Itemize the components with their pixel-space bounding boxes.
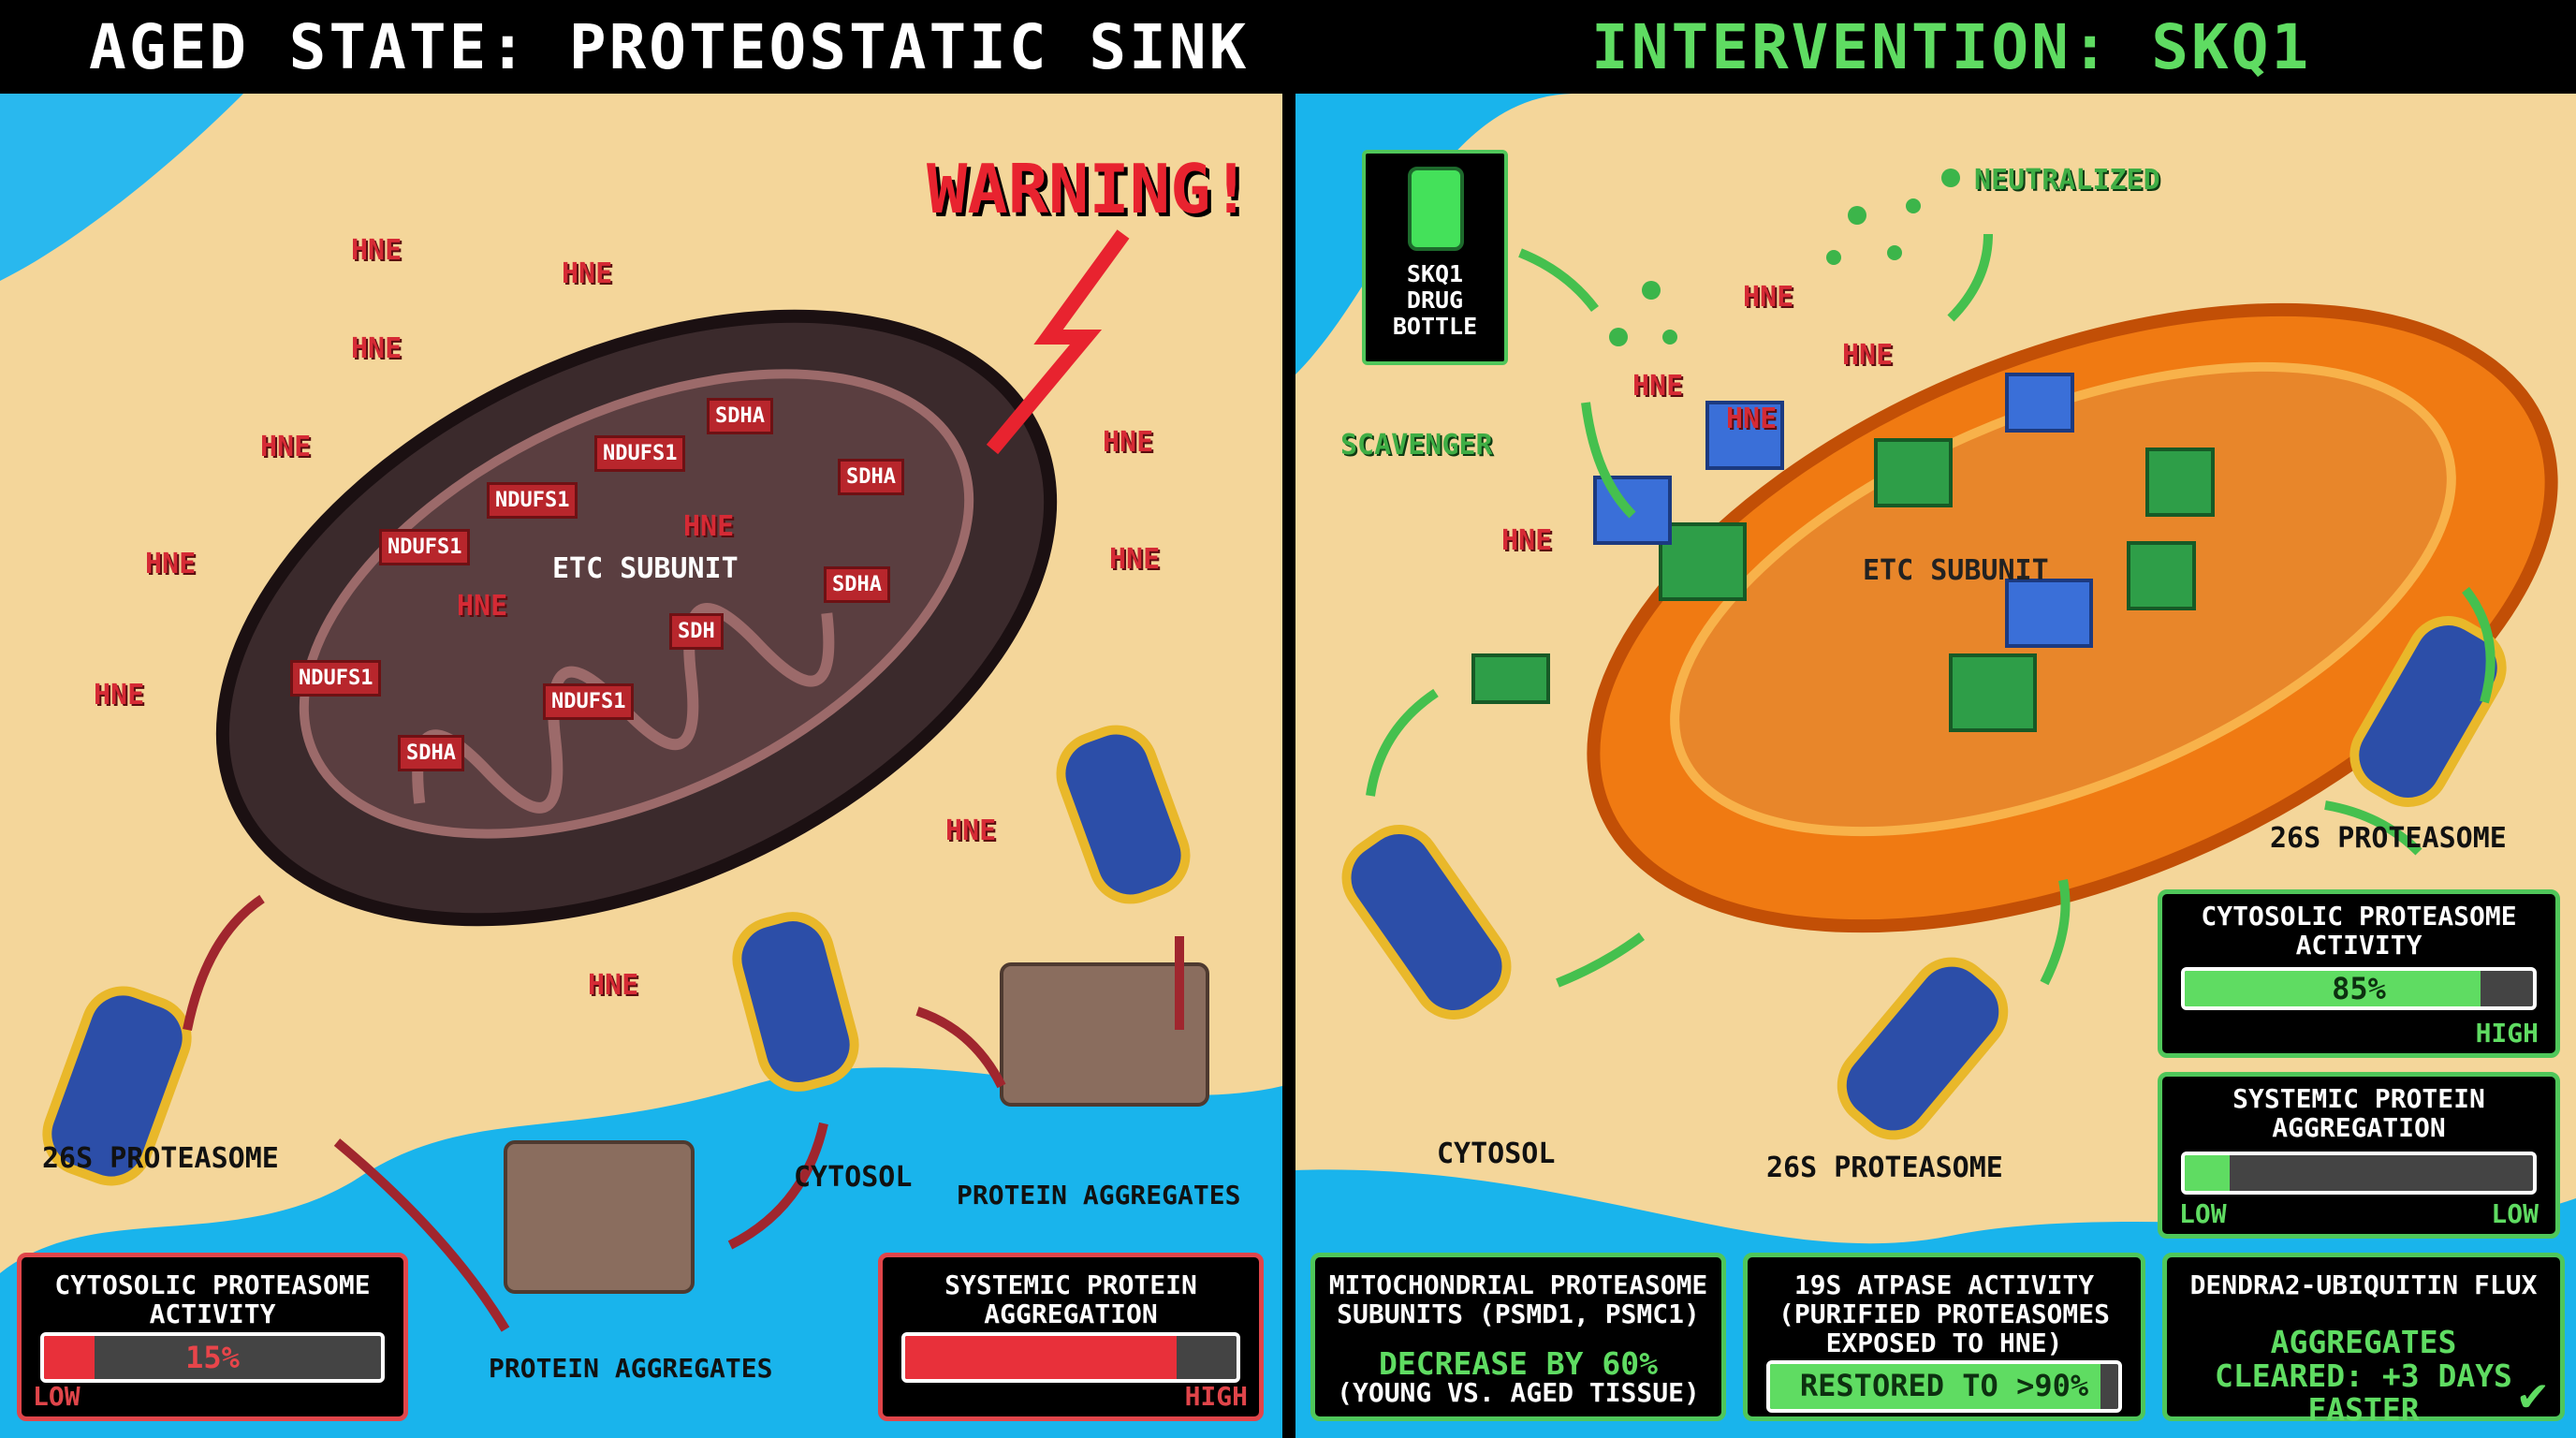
cytosol-label: CYTOSOL <box>1437 1137 1556 1170</box>
aged-scene <box>0 94 1282 1438</box>
aged-state-panel: WARNING! ETC SUBUNIT SDHA NDUFS1 SDHA ND… <box>0 94 1282 1438</box>
hne-label: HNE <box>260 431 312 463</box>
box-title: SYSTEMIC PROTEIN AGGREGATION <box>944 1269 1197 1329</box>
hne-label: HNE <box>1632 370 1684 403</box>
aggregation-bar <box>901 1332 1240 1383</box>
skq1-bottle-box[interactable]: SKQ1 DRUG BOTTLE <box>1362 150 1508 365</box>
aggregates-label: PROTEIN AGGREGATES <box>489 1353 773 1384</box>
warning-label: WARNING! <box>927 150 1251 228</box>
scale-label-left: LOW <box>2179 1198 2227 1229</box>
box-title: SYSTEMIC PROTEIN AGGREGATION <box>2232 1083 2485 1143</box>
protein-label: NDUFS1 <box>290 660 382 697</box>
ubiquitin-flux-box: DENDRA2-UBIQUITIN FLUX AGGREGATES CLEARE… <box>2162 1253 2565 1427</box>
box-title: MITOCHONDRIAL PROTEASOME SUBUNITS (PSMD1… <box>1328 1269 1708 1329</box>
check-icon: ✔ <box>2518 1367 2547 1421</box>
protein-label: NDUFS1 <box>543 683 635 720</box>
box-title: 19S ATPASE ACTIVITY (PURIFIED PROTEASOME… <box>1778 1269 2110 1358</box>
box-title: DENDRA2-UBIQUITIN FLUX <box>2189 1269 2538 1300</box>
hne-label: HNE <box>1109 543 1161 576</box>
hne-label: HNE <box>683 510 735 543</box>
hne-label: HNE <box>1501 524 1553 557</box>
atpase-activity-box: 19S ATPASE ACTIVITY (PURIFIED PROTEASOME… <box>1743 1253 2145 1421</box>
neutralized-label: NEUTRALIZED <box>1974 164 2160 197</box>
box-note: (YOUNG VS. AGED TISSUE) <box>1337 1377 1700 1408</box>
activity-bar: 85% <box>2181 967 2537 1010</box>
hne-label: HNE <box>1103 426 1154 459</box>
box-title: CYTOSOLIC PROTEASOME ACTIVITY <box>54 1269 371 1329</box>
aggregation-box: SYSTEMIC PROTEIN AGGREGATION HIGH <box>878 1253 1264 1421</box>
bar-fill <box>2185 971 2481 1006</box>
bottle-icon <box>1408 167 1464 251</box>
hne-label: HNE <box>94 679 145 712</box>
aggregation-bar <box>2181 1152 2537 1195</box>
bar-fill <box>1770 1364 2101 1409</box>
cytosolic-activity-box: CYTOSOLIC PROTEASOME ACTIVITY 85% HIGH <box>2158 889 2560 1058</box>
bar-fill <box>44 1336 95 1379</box>
atpase-bar: RESTORED TO >90% <box>1766 1360 2122 1413</box>
hne-label: HNE <box>945 814 997 847</box>
hne-label: HNE <box>562 257 613 290</box>
protein-aggregate-icon <box>504 962 1209 1294</box>
bar-fill <box>2185 1155 2231 1191</box>
box-result: AGGREGATES CLEARED: +3 DAYS FASTER <box>2215 1324 2512 1428</box>
hne-label: HNE <box>457 590 508 623</box>
proteasome-label: 26S PROTEASOME <box>42 1142 279 1175</box>
protein-label: NDUFS1 <box>487 482 578 519</box>
bar-value: 85% <box>2332 971 2386 1006</box>
proteasome-label: 26S PROTEASOME <box>2270 822 2507 855</box>
left-title: AGED STATE: PROTEOSTATIC SINK <box>89 10 1250 83</box>
intervention-panel: SKQ1 DRUG BOTTLE NEUTRALIZED SCAVENGER H… <box>1295 94 2576 1438</box>
mito-proteasome-box: MITOCHONDRIAL PROTEASOME SUBUNITS (PSMD1… <box>1310 1253 1726 1421</box>
bottle-label: SKQ1 DRUG BOTTLE <box>1392 260 1478 340</box>
etc-subunit-label: ETC SUBUNIT <box>1863 554 2049 587</box>
bar-value: 15% <box>185 1340 240 1375</box>
hne-label: HNE <box>351 234 402 267</box>
hne-label: HNE <box>1743 281 1794 314</box>
hne-label: HNE <box>351 332 402 365</box>
proteasome-icon <box>1341 616 2507 1140</box>
cytosol-label: CYTOSOL <box>794 1161 913 1194</box>
protein-label: SDHA <box>707 398 773 434</box>
cytosolic-activity-box: CYTOSOLIC PROTEASOME ACTIVITY 15% LOW <box>17 1253 408 1421</box>
activity-bar: 15% <box>40 1332 385 1383</box>
protein-label: NDUFS1 <box>594 435 686 472</box>
hne-label: HNE <box>1726 403 1778 435</box>
protein-label: NDUFS1 <box>379 529 471 565</box>
box-title: CYTOSOLIC PROTEASOME ACTIVITY <box>2201 901 2517 961</box>
scale-label-right: LOW <box>2491 1198 2539 1229</box>
scale-label: HIGH <box>2475 1018 2539 1049</box>
lightning-icon <box>986 229 1130 455</box>
proteasome-icon <box>42 725 1191 1186</box>
aggregation-box: SYSTEMIC PROTEIN AGGREGATION LOW LOW <box>2158 1072 2560 1239</box>
scale-label: LOW <box>33 1381 80 1412</box>
scale-label: HIGH <box>1184 1381 1248 1412</box>
protein-label: SDHA <box>824 566 890 603</box>
bar-value: RESTORED TO >90% <box>1799 1368 2089 1403</box>
aggregates-label: PROTEIN AGGREGATES <box>957 1180 1241 1211</box>
right-title: INTERVENTION: SKQ1 <box>1591 10 2312 83</box>
hne-label: HNE <box>588 969 639 1002</box>
proteasome-label: 26S PROTEASOME <box>1766 1152 2003 1184</box>
protein-label: SDHA <box>398 735 464 771</box>
hne-label: HNE <box>145 548 197 580</box>
arrow-icon <box>183 894 1184 1332</box>
bar-fill <box>905 1336 1178 1379</box>
protein-label: SDH <box>669 613 724 650</box>
hne-label: HNE <box>1842 339 1894 372</box>
arrow-icon <box>1366 233 2496 988</box>
etc-subunit-label: ETC SUBUNIT <box>552 552 739 585</box>
box-result: DECREASE BY 60% <box>1378 1345 1658 1382</box>
panel-divider <box>1282 0 1295 1438</box>
etc-subunit-icon <box>1471 438 2215 732</box>
protein-label: SDHA <box>838 459 904 495</box>
scavenger-label: SCAVENGER <box>1340 429 1493 462</box>
